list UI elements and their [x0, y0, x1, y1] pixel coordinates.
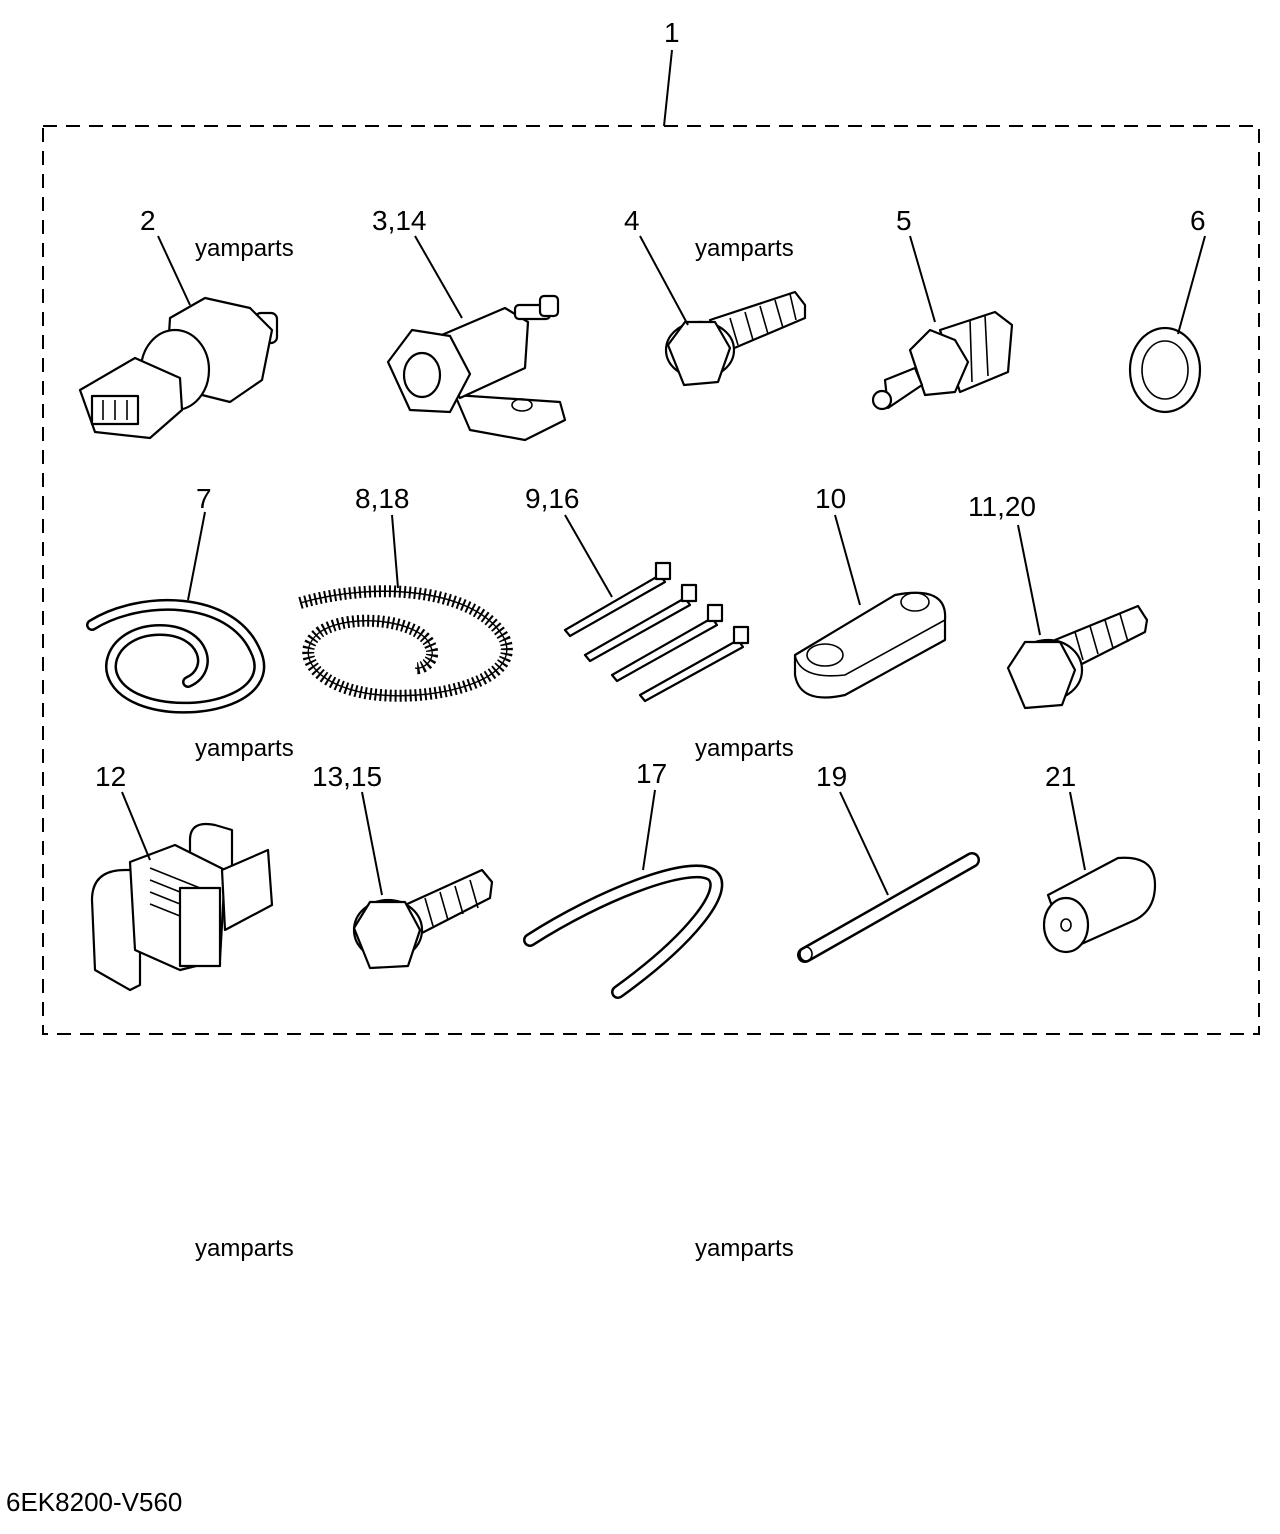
callout-13-15: 13,15	[312, 761, 382, 792]
callout-11-20: 11,20	[968, 491, 1036, 522]
callout-21: 21	[1045, 761, 1076, 792]
part-6-washer	[1128, 326, 1202, 414]
part-4-bolt	[664, 290, 807, 387]
watermark: yamparts	[695, 1235, 794, 1262]
drawing-code: 6EK8200-V560	[6, 1487, 182, 1517]
part-3-14-fitting	[386, 294, 567, 442]
part-12-clip	[90, 822, 274, 992]
part-2-sensor	[78, 296, 279, 440]
part-5-nipple	[871, 310, 1014, 411]
callout-5: 5	[896, 205, 912, 236]
kit-boundary	[42, 125, 1260, 1035]
callout-6: 6	[1190, 205, 1206, 236]
watermark: yamparts	[695, 735, 794, 762]
part-21-sleeve	[1042, 856, 1157, 954]
callout-10: 10	[815, 483, 846, 514]
callout-8-18: 8,18	[355, 483, 410, 514]
part-11-20-bolt	[1006, 604, 1149, 710]
part-7-hose	[86, 599, 266, 714]
callout-12: 12	[95, 761, 126, 792]
callout-19: 19	[816, 761, 847, 792]
callout-9-16: 9,16	[525, 483, 580, 514]
callout-2: 2	[140, 205, 156, 236]
callout-4: 4	[624, 205, 640, 236]
callout-17: 17	[636, 758, 667, 789]
part-19-tube	[797, 852, 980, 963]
part-10-plate	[793, 591, 947, 699]
callout-7: 7	[196, 483, 212, 514]
watermark: yamparts	[195, 735, 294, 762]
watermark: yamparts	[195, 235, 294, 262]
part-8-18-tube	[298, 585, 513, 702]
part-13-15-bolt	[352, 868, 494, 970]
watermark: yamparts	[195, 1235, 294, 1262]
callout-3-14: 3,14	[372, 205, 427, 236]
part-9-16-cable-ties	[563, 561, 750, 703]
part-17-hose	[523, 864, 724, 999]
watermark: yamparts	[695, 235, 794, 262]
callout-1: 1	[664, 17, 680, 48]
